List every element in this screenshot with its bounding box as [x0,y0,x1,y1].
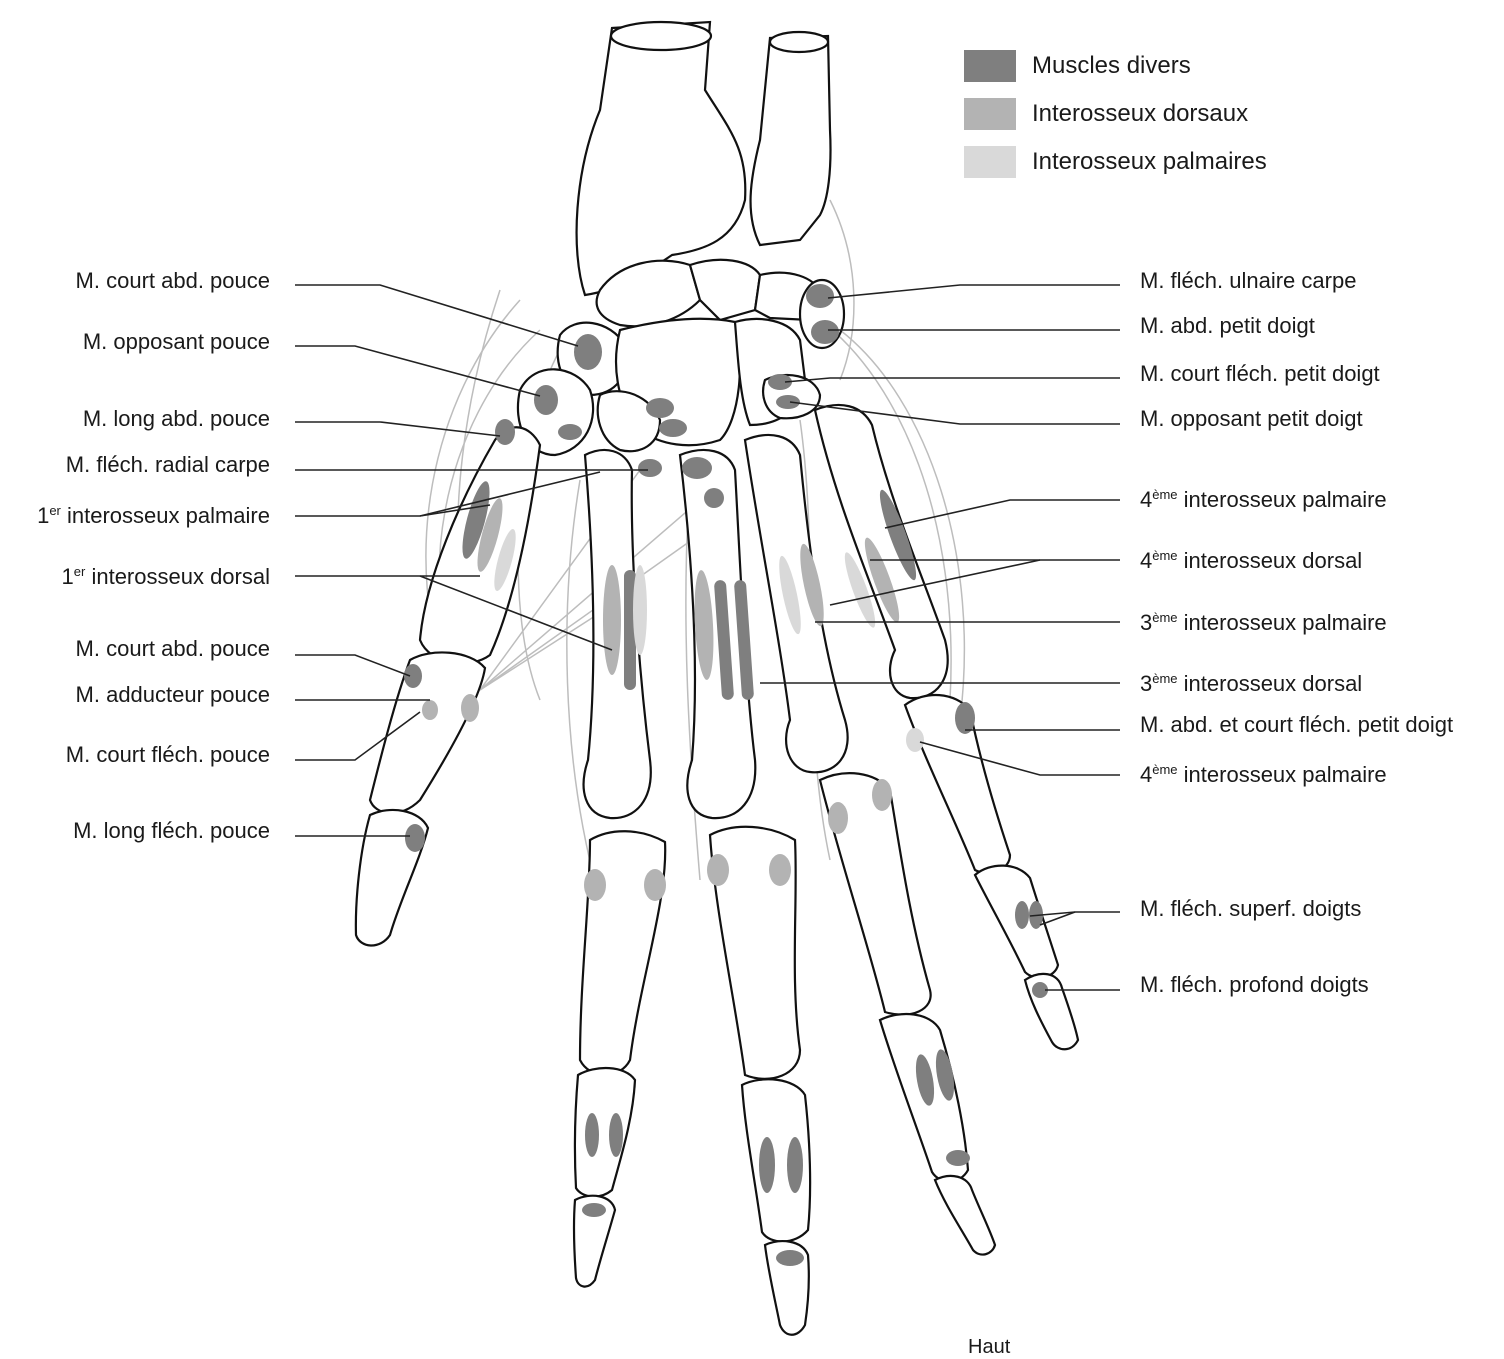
legend-swatch-light [964,146,1016,178]
legend-item-interosseux-dorsaux: Interosseux dorsaux [964,96,1324,132]
legend-swatch-medium [964,98,1016,130]
legend-item-muscles-divers: Muscles divers [964,48,1324,84]
legend-item-interosseux-palmaires: Interosseux palmaires [964,144,1324,180]
thumb-bones [356,427,540,945]
legend-label: Muscles divers [1032,52,1191,80]
legend-label: Interosseux palmaires [1032,148,1267,176]
legend-label: Interosseux dorsaux [1032,100,1248,128]
legend-swatch-dark [964,50,1016,82]
bottom-cut-off-text: Haut [968,1336,1010,1359]
finger-phalanges [574,695,1078,1335]
forearm-bones [577,22,831,295]
